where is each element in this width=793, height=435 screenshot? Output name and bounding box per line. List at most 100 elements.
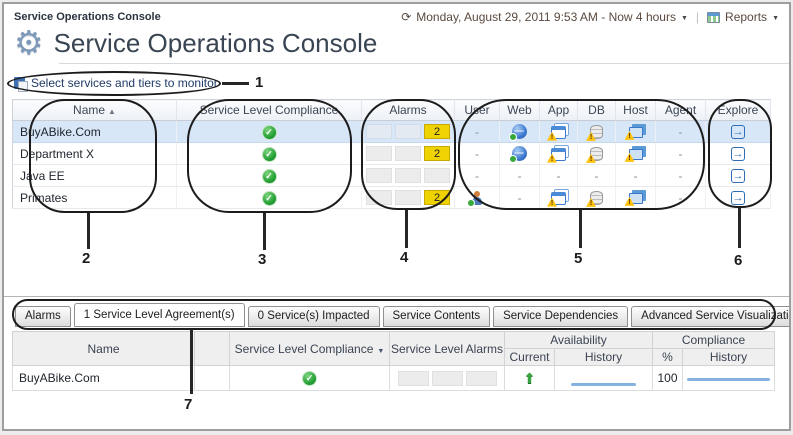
- explore-icon[interactable]: →: [731, 169, 745, 183]
- tab-alarms[interactable]: Alarms: [15, 306, 71, 327]
- alarm-count-badge[interactable]: 2: [424, 190, 450, 206]
- availability-percent: 100: [652, 365, 684, 391]
- col-header-web[interactable]: Web: [499, 99, 540, 121]
- clock-forward-icon: ⟳: [401, 10, 412, 24]
- sort-asc-icon: ▲: [108, 107, 116, 116]
- availability-history-sparkline: [570, 383, 637, 386]
- slc-sort-dropdown-icon[interactable]: ▼: [377, 347, 385, 355]
- sla-col-percent[interactable]: %: [652, 348, 684, 366]
- alarm-cell: [366, 124, 392, 140]
- ok-check-icon: ✓: [302, 371, 317, 386]
- app-warning-icon: [551, 125, 566, 139]
- callout-line-6: [738, 208, 741, 248]
- gear-icon: ⚙: [14, 24, 44, 61]
- alarm-cell: [366, 146, 392, 162]
- table-row[interactable]: Department X ✓ 2 - - →: [12, 142, 771, 165]
- tab-bar: Alarms 1 Service Level Agreement(s) 0 Se…: [15, 303, 789, 327]
- table-row[interactable]: BuyABike.Com ✓ ⬆ 100: [12, 365, 776, 391]
- web-status: -: [517, 168, 522, 183]
- app-warning-icon: [551, 147, 566, 161]
- user-status: -: [475, 124, 479, 139]
- table-row[interactable]: BuyABike.Com ✓ 2 - - →: [12, 120, 771, 143]
- web-status: -: [517, 190, 522, 205]
- host-warning-icon: [628, 192, 643, 204]
- col-header-alarms[interactable]: Alarms: [361, 99, 455, 121]
- alarm-cell: [465, 370, 497, 386]
- app-status: -: [556, 168, 561, 183]
- agent-status: -: [678, 146, 683, 161]
- db-warning-icon: [590, 146, 603, 161]
- sla-col-current[interactable]: Current: [504, 348, 555, 366]
- agent-status: -: [678, 190, 683, 205]
- callout-line-2: [87, 213, 90, 249]
- alarm-cell: [366, 168, 392, 184]
- tab-advanced-service-visualization[interactable]: Advanced Service Visualization: [631, 306, 789, 327]
- alarm-cell: [395, 190, 421, 206]
- service-name: Department X: [12, 142, 177, 165]
- table-row[interactable]: Primates ✓ 2 - - →: [12, 186, 771, 209]
- time-range-label[interactable]: Monday, August 29, 2011 9:53 AM - Now 4 …: [416, 10, 676, 24]
- app-warning-icon: [551, 191, 566, 205]
- callout-number-1: 1: [255, 74, 264, 91]
- col-header-app[interactable]: App: [539, 99, 578, 121]
- reports-dropdown-arrow-icon[interactable]: ▼: [772, 14, 779, 22]
- up-arrow-icon: ⬆: [523, 369, 536, 386]
- services-table: Name▲ Service Level Compliance Alarms Us…: [12, 99, 771, 209]
- table-row[interactable]: Java EE ✓ - - - - - - →: [12, 164, 771, 187]
- reports-menu[interactable]: Reports: [725, 10, 768, 24]
- sla-col-name[interactable]: Name: [12, 331, 195, 366]
- user-status: -: [475, 168, 479, 183]
- heading-rule: [59, 63, 789, 64]
- callout-number-3: 3: [258, 251, 267, 268]
- col-header-user[interactable]: User: [454, 99, 500, 121]
- col-header-host[interactable]: Host: [615, 99, 656, 121]
- sla-col-compliance-history[interactable]: History: [682, 348, 776, 366]
- host-warning-icon: [628, 148, 643, 160]
- explore-icon[interactable]: →: [731, 147, 745, 161]
- user-online-icon: [467, 190, 484, 207]
- ok-check-icon: ✓: [261, 190, 277, 206]
- host-warning-icon: [628, 126, 643, 138]
- globe-online-icon: [509, 146, 527, 164]
- tab-service-contents[interactable]: Service Contents: [382, 306, 491, 327]
- alarm-count-badge[interactable]: 2: [424, 146, 450, 162]
- alarm-cell: [431, 370, 463, 386]
- col-header-explore[interactable]: Explore: [705, 99, 771, 121]
- service-name: BuyABike.Com: [12, 365, 195, 391]
- explore-icon[interactable]: →: [731, 125, 745, 139]
- reports-icon: [707, 11, 721, 23]
- explore-icon[interactable]: →: [731, 191, 745, 205]
- alarm-count-badge[interactable]: 2: [424, 124, 450, 140]
- callout-line-5: [579, 210, 582, 248]
- col-header-agent[interactable]: Agent: [655, 99, 706, 121]
- globe-online-icon: [509, 124, 527, 142]
- tab-services-impacted[interactable]: 0 Service(s) Impacted: [247, 306, 380, 327]
- col-header-slc[interactable]: Service Level Compliance: [176, 99, 362, 121]
- sla-col-slc[interactable]: Service Level Compliance▼: [229, 331, 390, 366]
- col-header-name[interactable]: Name▲: [12, 99, 177, 121]
- callout-number-5: 5: [574, 250, 583, 267]
- callout-number-6: 6: [734, 252, 743, 269]
- sla-col-history[interactable]: History: [553, 348, 654, 366]
- agent-status: -: [678, 124, 683, 139]
- page-title: Service Operations Console: [53, 27, 378, 58]
- col-header-db[interactable]: DB: [577, 99, 616, 121]
- sla-col-alarms[interactable]: Service Level Alarms: [389, 331, 505, 366]
- compliance-history-sparkline: [686, 377, 771, 381]
- db-warning-icon: [590, 124, 603, 139]
- alarm-cell: [366, 190, 392, 206]
- time-range-dropdown-arrow-icon[interactable]: ▼: [680, 14, 688, 22]
- sla-col-compliance-group: Compliance: [652, 331, 776, 349]
- alarm-cell: [395, 124, 421, 140]
- callout-line-1: [222, 82, 249, 85]
- section-divider: [4, 296, 789, 297]
- db-warning-icon: [590, 190, 603, 205]
- service-name: Primates: [12, 186, 177, 209]
- tab-service-level-agreements[interactable]: 1 Service Level Agreement(s): [73, 303, 245, 327]
- tab-service-dependencies[interactable]: Service Dependencies: [493, 306, 629, 327]
- user-status: -: [475, 146, 479, 161]
- db-status: -: [594, 168, 599, 183]
- callout-line-4: [405, 210, 408, 248]
- select-services-button[interactable]: Select services and tiers to monitor: [14, 76, 218, 92]
